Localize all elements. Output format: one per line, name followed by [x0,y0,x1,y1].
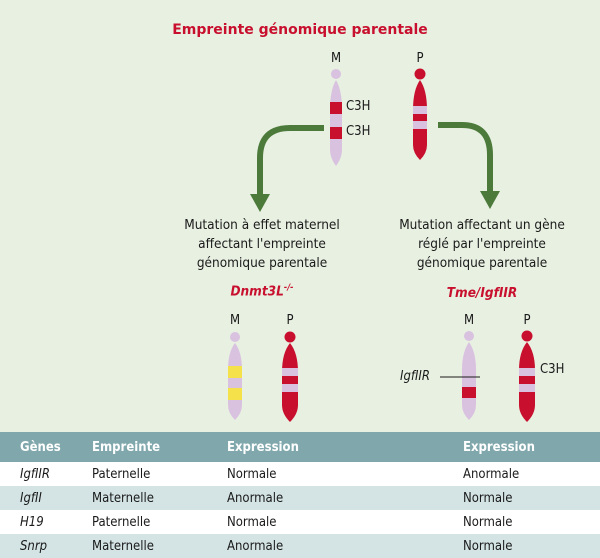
left-maternal-chromosome [228,332,242,420]
left-mutation-text: Mutation à effet maternel affectant l'em… [142,216,382,273]
top-paternal-letter: P [416,51,424,66]
gene-name: H19 [20,514,44,530]
left-arrow [250,125,324,212]
diagram-title: Empreinte génomique parentale [172,22,428,38]
table-header-row: Gènes Empreinte Expression Expression [0,432,600,462]
right-mutation-text: Mutation affectant un gène réglé par l'e… [362,216,600,273]
left-mutant-name: Dnmt3L [230,283,284,300]
right-arrow [438,122,500,209]
right-mutation-line-1: Mutation affectant un gène [399,217,565,233]
table-row: H19 Paternelle Normale Normale [0,510,600,534]
gene-name: IgfIIR [20,466,51,482]
gene-name: IgfII [20,490,42,506]
imprint-cell: Paternelle [92,466,151,482]
igf2r-pointer-label: IgfIIR [400,369,431,384]
table-row: Snrp Maternelle Anormale Normale [0,534,600,558]
left-mutation-line-1: Mutation à effet maternel [184,217,340,233]
header-expression-2: Expression [463,439,535,455]
table-row: IgfIIR Paternelle Normale Anormale [0,462,600,486]
right-paternal-chromosome [519,330,535,422]
right-maternal-letter: M [463,313,475,328]
left-mutant-label: Dnmt3L-/- [162,283,362,300]
left-mutant-superscript: -/- [283,283,294,293]
left-paternal-chromosome [282,331,298,422]
header-genes: Gènes [20,439,61,455]
expression-cell-1: Anormale [227,538,284,554]
expression-table: Gènes Empreinte Expression Expression Ig… [0,432,600,558]
top-paternal-chromosome [413,68,427,160]
expression-cell-2: Normale [463,490,513,506]
left-mutation-line-2: affectant l'empreinte [198,236,326,252]
top-gene-label-1: C3H [346,99,371,114]
diagram-area: Empreinte génomique parentale M P C3H C3… [142,22,600,422]
top-maternal-chromosome [330,69,342,166]
right-mutation-line-3: génomique parentale [416,255,548,271]
expression-cell-1: Normale [227,466,277,482]
header-imprint: Empreinte [92,439,161,455]
right-mutant-label: Tme/IgfIIR [446,285,518,301]
expression-cell-2: Anormale [463,466,520,482]
imprint-cell: Maternelle [92,490,154,506]
right-paternal-letter: P [523,313,531,328]
right-maternal-chromosome [462,331,476,420]
top-gene-label-2: C3H [346,124,371,139]
right-gene-label: C3H [540,362,565,377]
top-maternal-band-2 [330,127,342,139]
right-mutation-line-2: réglé par l'empreinte [418,236,546,252]
expression-cell-1: Anormale [227,490,284,506]
top-maternal-letter: M [330,51,342,66]
expression-cell-1: Normale [227,514,277,530]
left-mutation-line-3: génomique parentale [196,255,328,271]
gene-name: Snrp [20,538,48,554]
expression-cell-2: Normale [463,538,513,554]
header-expression-1: Expression [227,439,299,455]
left-paternal-letter: P [286,313,294,328]
diagram-graphics [228,68,535,422]
top-maternal-band-1 [330,102,342,114]
imprint-cell: Maternelle [92,538,154,554]
table-row: IgfII Maternelle Anormale Normale [0,486,600,510]
expression-cell-2: Normale [463,514,513,530]
left-maternal-letter: M [229,313,241,328]
imprint-cell: Paternelle [92,514,151,530]
